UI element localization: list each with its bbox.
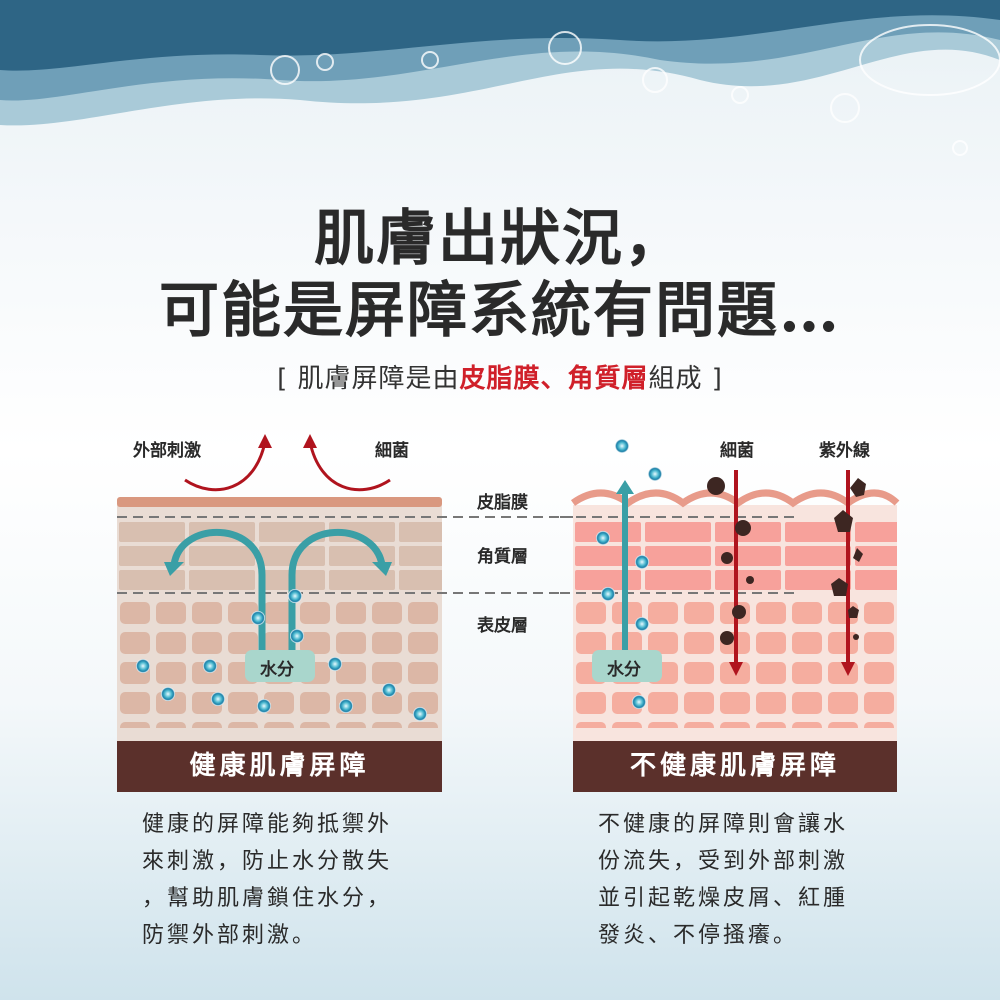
description-line: 防禦外部刺激。 [142, 923, 318, 948]
description-line: 來刺激，防止水分散失 [142, 849, 393, 874]
description-line: 不健康的屏障則會讓水 [598, 812, 849, 837]
description-healthy: 健康的屏障能夠抵禦外 來刺激，防止水分散失 ，幫助肌膚鎖住水分， 防禦外部刺激。 [142, 806, 442, 954]
label-bacteria-right: 細菌 [720, 441, 754, 461]
description-line: 健康的屏障能夠抵禦外 [142, 812, 393, 837]
subtitle-close: 組成 ] [648, 364, 723, 394]
description-line: 份流失，受到外部刺激 [598, 849, 849, 874]
caption-healthy-barrier: 健康肌膚屏障 [117, 741, 442, 792]
label-stratum-corneum: 角質層 [477, 547, 528, 567]
label-sebum: 皮脂膜 [477, 493, 528, 513]
subtitle-highlight: 皮脂膜、角質層 [459, 364, 649, 394]
moisture-label-left: 水分 [260, 660, 294, 680]
label-external-stimulus: 外部刺激 [133, 441, 201, 461]
description-line: 並引起乾燥皮屑、紅腫 [598, 886, 849, 911]
caption-unhealthy-barrier: 不健康肌膚屏障 [573, 741, 897, 792]
moisture-label-right: 水分 [607, 660, 641, 680]
water-wave-decoration [0, 0, 1000, 156]
label-bacteria-left: 細菌 [375, 441, 409, 461]
subtitle: [ 肌膚屏障是由皮脂膜、角質層組成 ] [0, 358, 1000, 395]
label-uv: 紫外線 [819, 441, 870, 461]
description-line: 發炎、不停搔癢。 [598, 923, 799, 948]
skin-barrier-diagram [117, 434, 900, 741]
title-line-1: 肌膚出狀況， [314, 204, 686, 274]
description-unhealthy: 不健康的屏障則會讓水 份流失，受到外部刺激 並引起乾燥皮屑、紅腫 發炎、不停搔癢… [598, 806, 898, 954]
label-epidermis: 表皮層 [477, 616, 528, 636]
title-line-2: 可能是屏障系統有問題… [159, 276, 841, 346]
description-line: ，幫助肌膚鎖住水分， [142, 886, 393, 911]
subtitle-open: [ 肌膚屏障是由 [277, 364, 460, 394]
